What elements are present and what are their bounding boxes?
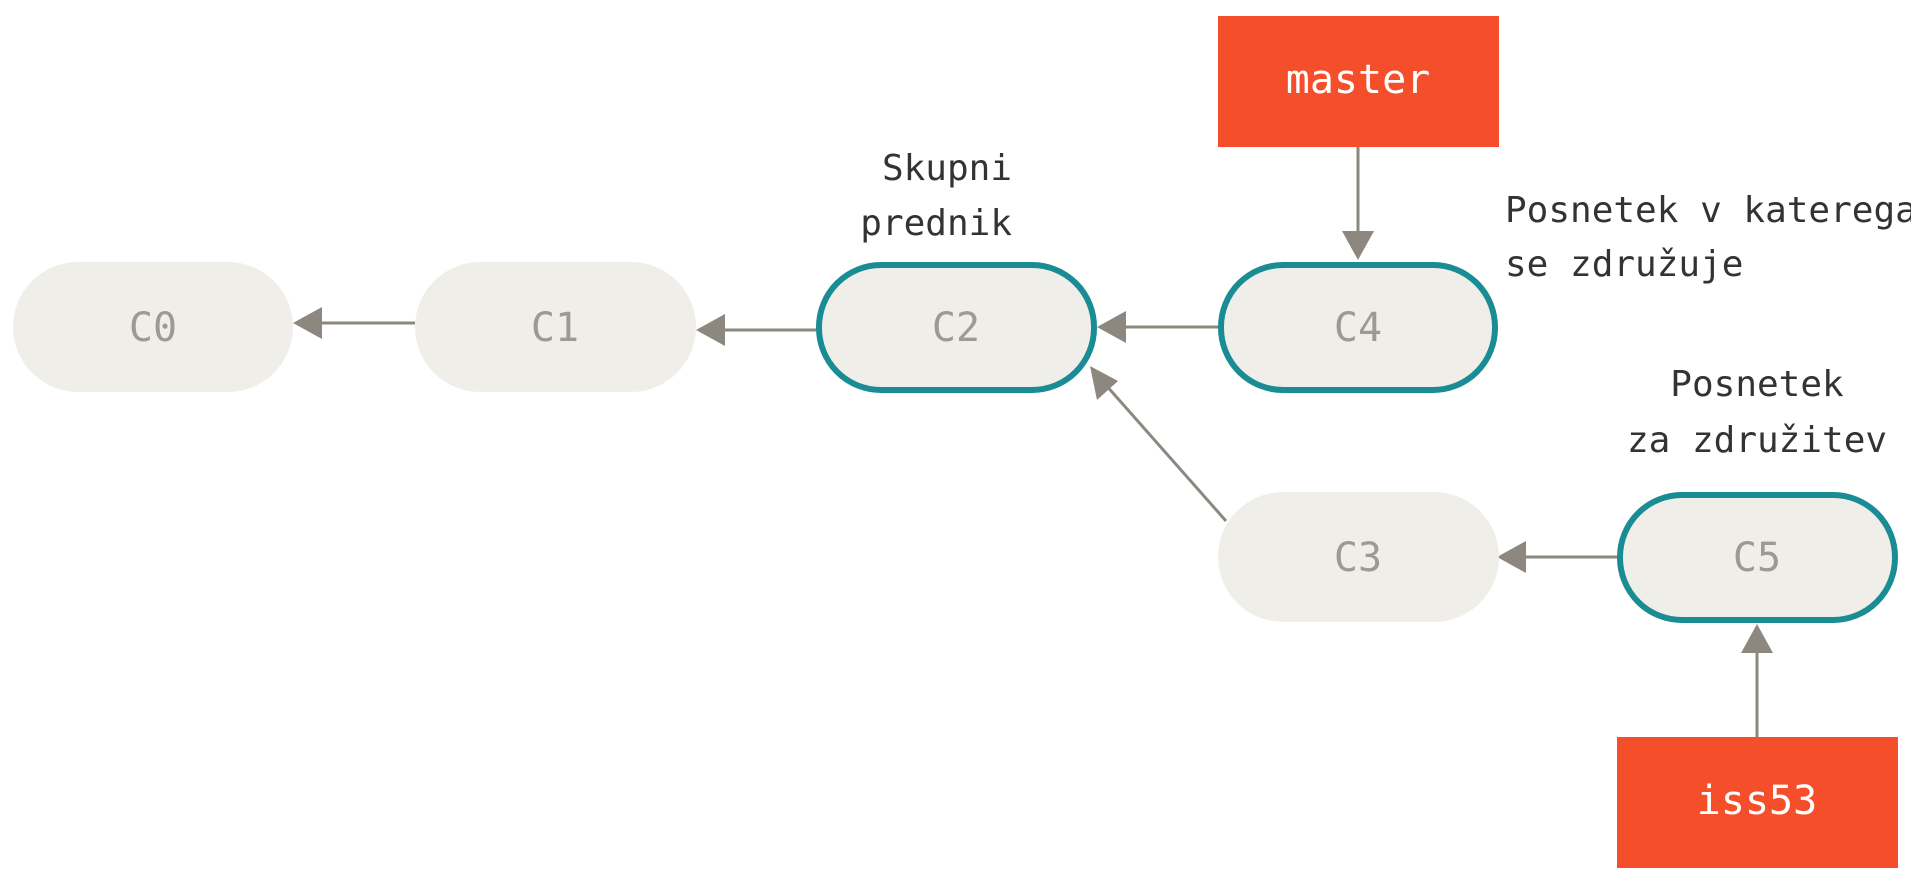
branch-master-box [1218,16,1499,147]
commit-c4-shape [1218,262,1498,393]
annotation-merge-into-line1: Posnetek v katerega [1505,190,1911,231]
arrowhead-c2-from-c4 [1097,311,1126,343]
commit-c2: C2 [816,262,1097,393]
commit-c4-label: C4 [1334,305,1382,351]
arrowhead-c2-from-c3 [1090,366,1118,400]
branch-iss53: iss53 [1617,737,1898,868]
annotation-merge-from-line2: za združitev [1627,420,1887,461]
commit-c0: C0 [13,262,293,392]
commit-c1-shape [415,262,696,392]
annotation-common-ancestor-line2: prednik [860,203,1012,244]
commit-c2-shape [816,262,1097,393]
annotation-common-ancestor: Skupni prednik [860,148,1012,244]
commit-c2-label: C2 [932,305,980,351]
annotation-merge-from-line1: Posnetek [1670,364,1844,405]
commit-c5: C5 [1617,492,1898,623]
commit-c5-shape [1617,492,1898,623]
branch-master-label: master [1286,57,1431,103]
arrows [293,147,1773,737]
arrowhead-c5 [1741,624,1773,653]
commit-c5-label: C5 [1733,535,1781,581]
annotation-merge-into-line2: se združuje [1505,244,1743,285]
annotation-merge-from: Posnetek za združitev [1627,364,1887,461]
arrowhead-c3 [1497,541,1526,573]
commit-c3-label: C3 [1334,535,1382,581]
commit-c3-shape [1218,492,1499,622]
annotation-common-ancestor-line1: Skupni [882,148,1012,189]
arrowhead-c1 [696,314,725,346]
annotation-merge-into: Posnetek v katerega se združuje [1505,190,1911,285]
arrowhead-c4 [1342,231,1374,260]
arrow-c3-to-c2 [1103,383,1228,522]
branch-master: master [1218,16,1499,147]
commit-c4: C4 [1218,262,1498,393]
branch-iss53-label: iss53 [1697,778,1817,824]
commit-c3: C3 [1218,492,1499,622]
commit-c0-label: C0 [129,305,177,351]
commit-c1: C1 [415,262,696,392]
arrowhead-c0 [293,307,322,339]
commit-c1-label: C1 [531,305,579,351]
commit-c0-shape [13,262,293,392]
branch-iss53-box [1617,737,1898,868]
